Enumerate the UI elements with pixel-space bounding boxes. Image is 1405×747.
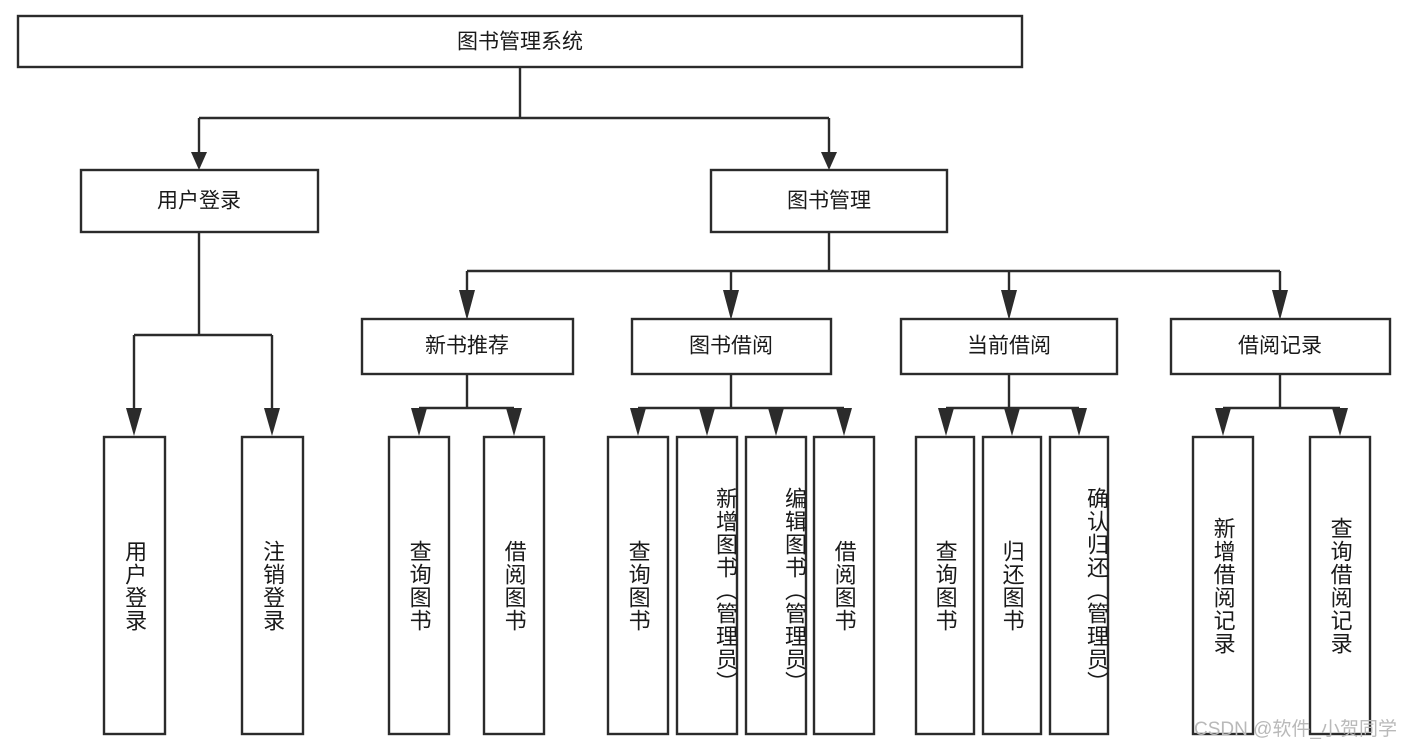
arrow-head-icon: [126, 408, 142, 436]
arrow-head-icon: [1272, 290, 1288, 320]
node-root-box[interactable]: [16, 14, 1024, 69]
arrow-head-icon: [191, 152, 207, 170]
node-user-login-label: 用户登录: [157, 190, 241, 213]
connectors-user-login: [126, 232, 280, 436]
leaf-box-user-login-2[interactable]: [240, 435, 305, 736]
node-current-borrow-label: 当前借阅: [967, 335, 1051, 358]
leaf-box-borrow-record-1[interactable]: [1191, 435, 1255, 736]
arrow-head-icon: [1332, 408, 1348, 436]
leaf-box-current-borrow-2[interactable]: [981, 435, 1043, 736]
node-new-book-recommend-label: 新书推荐: [425, 335, 509, 358]
arrow-head-icon: [264, 408, 280, 436]
leaf-box-borrow-record-2[interactable]: [1308, 435, 1372, 736]
arrow-head-icon: [723, 290, 739, 320]
node-root[interactable]: 图书管理系统: [16, 14, 1024, 69]
arrow-head-icon: [821, 152, 837, 170]
watermark-text: CSDN @软件_小贺同学: [1194, 719, 1397, 740]
node-current-borrow[interactable]: 当前借阅: [899, 317, 1119, 376]
node-book-management-label: 图书管理: [787, 190, 871, 213]
leaf-box-new-book-1[interactable]: [387, 435, 451, 736]
connectors-root: [191, 67, 837, 170]
node-current-borrow-box[interactable]: [899, 317, 1119, 376]
node-book-management-box[interactable]: [709, 168, 949, 234]
leaf-box-book-borrow-1[interactable]: [606, 435, 670, 736]
node-user-login[interactable]: 用户登录: [79, 168, 320, 234]
arrow-head-icon: [1001, 290, 1017, 320]
leaf-box-book-borrow-4[interactable]: [812, 435, 876, 736]
arrow-head-icon: [630, 408, 646, 436]
node-borrow-record-box[interactable]: [1169, 317, 1392, 376]
leaf-box-book-borrow-2[interactable]: [675, 435, 739, 736]
node-new-book-recommend-box[interactable]: [360, 317, 575, 376]
node-user-login-box[interactable]: [79, 168, 320, 234]
arrow-head-icon: [699, 408, 715, 436]
leaf-box-current-borrow-1[interactable]: [914, 435, 976, 736]
connectors-new-book: [411, 374, 522, 436]
arrow-head-icon: [1071, 408, 1087, 436]
arrow-head-icon: [836, 408, 852, 436]
arrow-head-icon: [1215, 408, 1231, 436]
connectors-borrow-record: [1215, 374, 1348, 436]
connectors-book-borrow: [630, 374, 852, 436]
node-book-borrow-label: 图书借阅: [689, 335, 773, 358]
node-book-borrow-box[interactable]: [630, 317, 833, 376]
node-book-borrow[interactable]: 图书借阅: [630, 317, 833, 376]
leaf-box-current-borrow-3[interactable]: [1048, 435, 1110, 736]
arrow-head-icon: [459, 290, 475, 320]
arrow-head-icon: [938, 408, 954, 436]
arrow-head-icon: [411, 408, 427, 436]
connectors-book-management: [459, 232, 1288, 320]
leaf-box-user-login-1[interactable]: [102, 435, 167, 736]
node-book-management[interactable]: 图书管理: [709, 168, 949, 234]
leaf-box-new-book-2[interactable]: [482, 435, 546, 736]
arrow-head-icon: [1004, 408, 1020, 436]
node-root-label: 图书管理系统: [457, 31, 583, 54]
node-borrow-record[interactable]: 借阅记录: [1169, 317, 1392, 376]
arrow-head-icon: [506, 408, 522, 436]
arrow-head-icon: [768, 408, 784, 436]
leaf-box-book-borrow-3[interactable]: [744, 435, 808, 736]
node-new-book-recommend[interactable]: 新书推荐: [360, 317, 575, 376]
node-borrow-record-label: 借阅记录: [1238, 335, 1322, 358]
connectors-current-borrow: [938, 374, 1087, 436]
